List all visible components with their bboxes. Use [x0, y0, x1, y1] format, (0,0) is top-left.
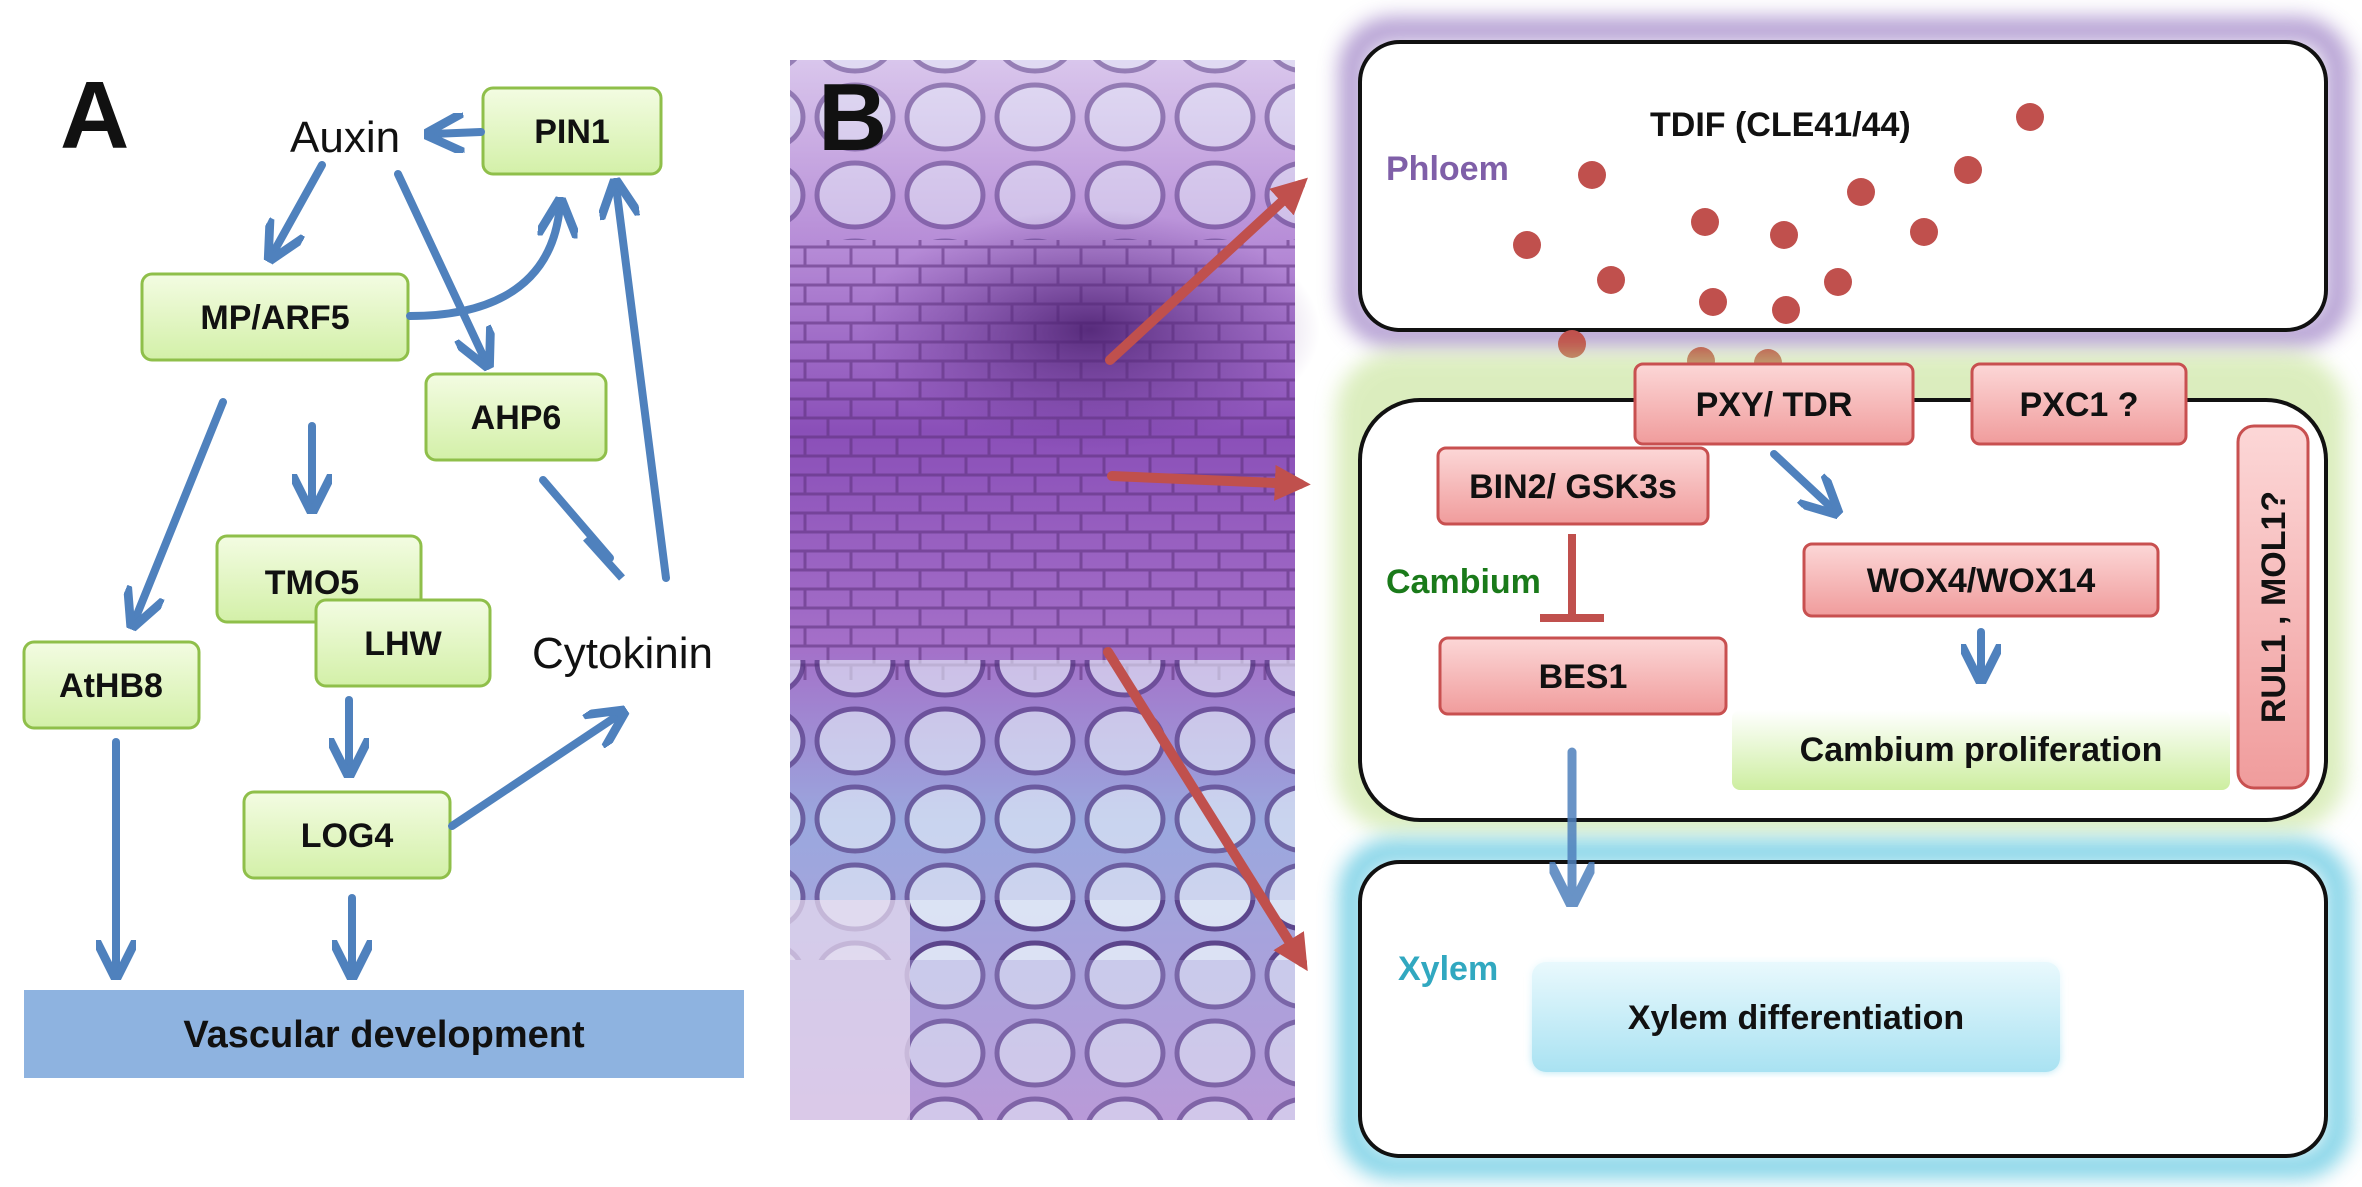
tdif-dot [1954, 156, 1982, 184]
red-arrow-to-phloem [1105, 177, 1308, 365]
bin2-gsk3s-label: BIN2/ GSK3s [1469, 468, 1677, 506]
xylem-region: Xylem Xylem differentiation [1339, 839, 2351, 1179]
pin1-label: PIN1 [534, 113, 610, 151]
panel-b-red-arrows [1103, 177, 1311, 972]
pin1-node: PIN1 [481, 86, 663, 176]
tdif-dot [1772, 296, 1800, 324]
vascular-development-bar: Vascular development [24, 990, 744, 1078]
arrow-mp-arf5-to-pin1 [406, 205, 560, 320]
log4-label: LOG4 [301, 817, 394, 855]
micrograph-image [790, 60, 1320, 1120]
tdif-dot [1847, 178, 1875, 206]
tdif-dot [1770, 221, 1798, 249]
auxin-label: Auxin [290, 113, 400, 162]
wox4-wox14-node: WOX4/WOX14 [1802, 542, 2160, 618]
tdif-dot [1597, 266, 1625, 294]
panel-a: A Auxin Cytokinin PIN1 MP/ARF5 AHP6 TMO5… [22, 62, 744, 1078]
xylem-label: Xylem [1398, 950, 1498, 988]
pxy-tdr-label: PXY/ TDR [1696, 386, 1853, 424]
arrow-auxin-to-mp-arf5 [272, 161, 326, 255]
mp-arf5-label: MP/ARF5 [200, 299, 349, 337]
wox4-wox14-label: WOX4/WOX14 [1867, 562, 2096, 600]
rul1-mol1-node: RUL1 , MOL1? [2236, 424, 2310, 790]
arrow-pin1-to-auxin [432, 132, 485, 134]
tdif-label: TDIF (CLE41/44) [1650, 106, 1911, 144]
tmo5-node: TMO5 [215, 534, 423, 624]
tdif-dot [2016, 103, 2044, 131]
lhw-label: LHW [364, 625, 442, 663]
athb8-node: AtHB8 [22, 640, 201, 730]
xylem-differentiation-label: Xylem differentiation [1628, 999, 1964, 1037]
xylem-differentiation-box: Xylem differentiation [1532, 962, 2060, 1072]
tdif-dot [1824, 268, 1852, 296]
red-arrow-to-xylem [1103, 647, 1308, 972]
ahp6-node: AHP6 [424, 372, 608, 462]
tdif-dot [1558, 330, 1586, 358]
tdif-dot [1578, 161, 1606, 189]
pxc1-label: PXC1 ? [2019, 386, 2138, 424]
bes1-node: BES1 [1438, 636, 1728, 716]
tmo5-label: TMO5 [265, 564, 359, 602]
red-arrow-to-cambium [1107, 464, 1311, 501]
vascular-development-label: Vascular development [183, 1014, 585, 1056]
inhibit-bar-ahp6 [583, 535, 625, 581]
bin2-gsk3s-node: BIN2/ GSK3s [1436, 446, 1710, 526]
mp-arf5-node: MP/ARF5 [140, 272, 410, 362]
cambium-proliferation-label: Cambium proliferation [1800, 731, 2163, 769]
panel-b-letter: B [818, 64, 887, 171]
arrow-mp-arf5-to-athb8 [134, 398, 227, 622]
cytokinin-label: Cytokinin [532, 629, 713, 678]
cambium-proliferation-box: Cambium proliferation [1732, 710, 2230, 790]
panel-a-arrows [116, 132, 670, 972]
panel-a-letter: A [60, 62, 129, 169]
inhibit-bin2-to-bes1 [1540, 534, 1604, 622]
rul1-mol1-label: RUL1 , MOL1? [2255, 491, 2293, 723]
arrow-pxy-to-wox4 [1770, 450, 1834, 510]
lhw-node: LHW [314, 598, 492, 688]
tdif-dot [1699, 288, 1727, 316]
ahp6-label: AHP6 [471, 399, 562, 437]
tdif-dot [1513, 231, 1541, 259]
tdif-dot [1910, 218, 1938, 246]
pxy-tdr-node: PXY/ TDR [1633, 362, 1915, 446]
cambium-label: Cambium [1386, 563, 1541, 601]
bes1-label: BES1 [1539, 658, 1628, 696]
phloem-region: Phloem TDIF (CLE41/44) [1339, 17, 2351, 377]
inhibit-ahp6-to-cytokinin [539, 476, 614, 562]
athb8-label: AtHB8 [59, 667, 163, 705]
cambium-arrows [1770, 450, 1981, 676]
arrow-log4-to-cytokinin [448, 714, 620, 830]
tdif-dot [1691, 208, 1719, 236]
arrow-cytokinin-to-pin1 [616, 186, 670, 582]
log4-node: LOG4 [242, 790, 452, 880]
cambium-region: Cambium PXY/ TDR PXC1 ? BIN2/ GSK3s WOX4… [1336, 352, 2346, 832]
arrow-auxin-to-ahp6 [394, 170, 486, 362]
pxc1-node: PXC1 ? [1970, 362, 2188, 446]
phloem-label: Phloem [1386, 150, 1509, 188]
